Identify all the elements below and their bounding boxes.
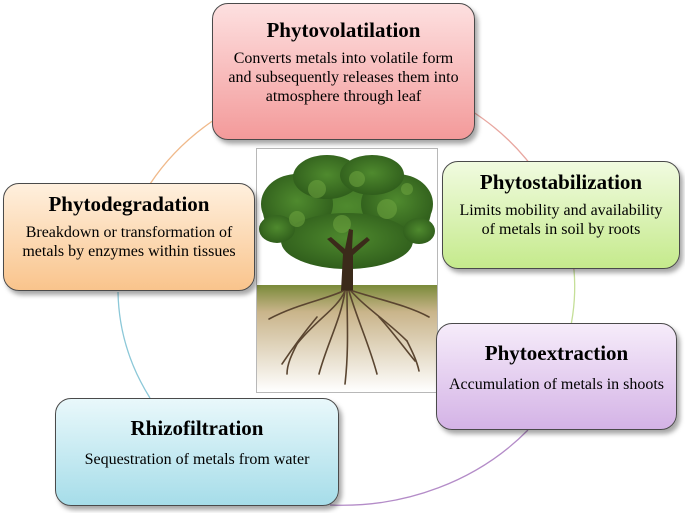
node-title: Phytostabilization	[479, 170, 643, 194]
ring-arc-degr-volat	[149, 119, 215, 185]
node-description: Sequestration of metals from water	[84, 451, 310, 468]
node-title: Rhizofiltration	[130, 416, 264, 440]
node-description: Accumulation of metals in shoots	[448, 376, 665, 393]
node-phytovolatilation: Phytovolatilation Converts metals into v…	[212, 3, 475, 140]
tree-image	[256, 148, 438, 393]
node-title: Phytodegradation	[48, 192, 210, 216]
node-description: Breakdown or transformation of metals by…	[22, 224, 236, 260]
node-phytoextraction: Phytoextraction Accumulation of metals i…	[436, 323, 677, 430]
node-title: Phytoextraction	[484, 341, 629, 365]
node-phytostabilization: Phytostabilization Limits mobility and a…	[442, 161, 680, 269]
node-phytodegradation: Phytodegradation Breakdown or transforma…	[3, 183, 255, 291]
ring-arc-extr-rhizo	[329, 429, 529, 506]
ring-arc-rhizo-degr	[117, 291, 151, 399]
node-description: Limits mobility and availability of meta…	[459, 202, 663, 238]
node-description: Converts metals into volatile form and s…	[228, 50, 459, 105]
node-rhizofiltration: Rhizofiltration Sequestration of metals …	[55, 398, 339, 506]
ring-arc-stab-extr	[569, 269, 576, 331]
node-title: Phytovolatilation	[266, 18, 421, 42]
tree-roots-icon	[257, 155, 437, 392]
